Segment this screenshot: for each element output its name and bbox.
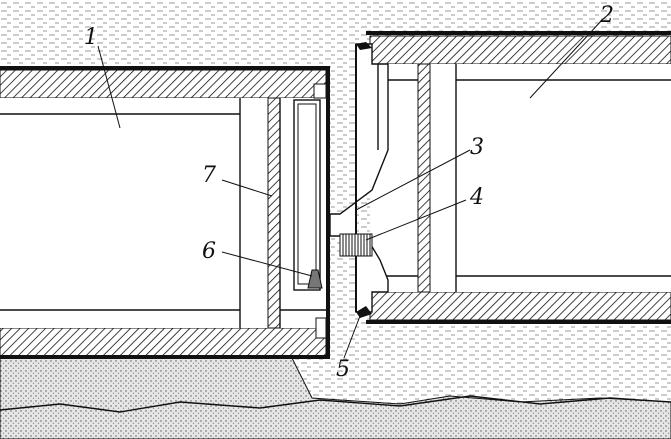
leader-2 [529,19,603,99]
leader-1 [97,45,121,129]
label-1: 1 [84,25,98,50]
leader-6 [221,251,313,277]
seabed-surface-line [0,395,671,413]
label-5: 5 [336,357,350,382]
leader-5 [343,315,361,359]
seabed [0,357,671,439]
label-7: 7 [202,163,216,188]
leader-4 [365,199,467,241]
tunnel-segment-left [0,66,330,359]
leader-3 [355,149,471,211]
leader-7 [221,179,273,197]
tunnel-segment-right [329,31,671,324]
label-6: 6 [202,239,216,264]
label-3: 3 [470,135,484,160]
label-2: 2 [599,3,614,28]
gina-gasket [339,233,373,257]
label-4: 4 [469,185,484,210]
